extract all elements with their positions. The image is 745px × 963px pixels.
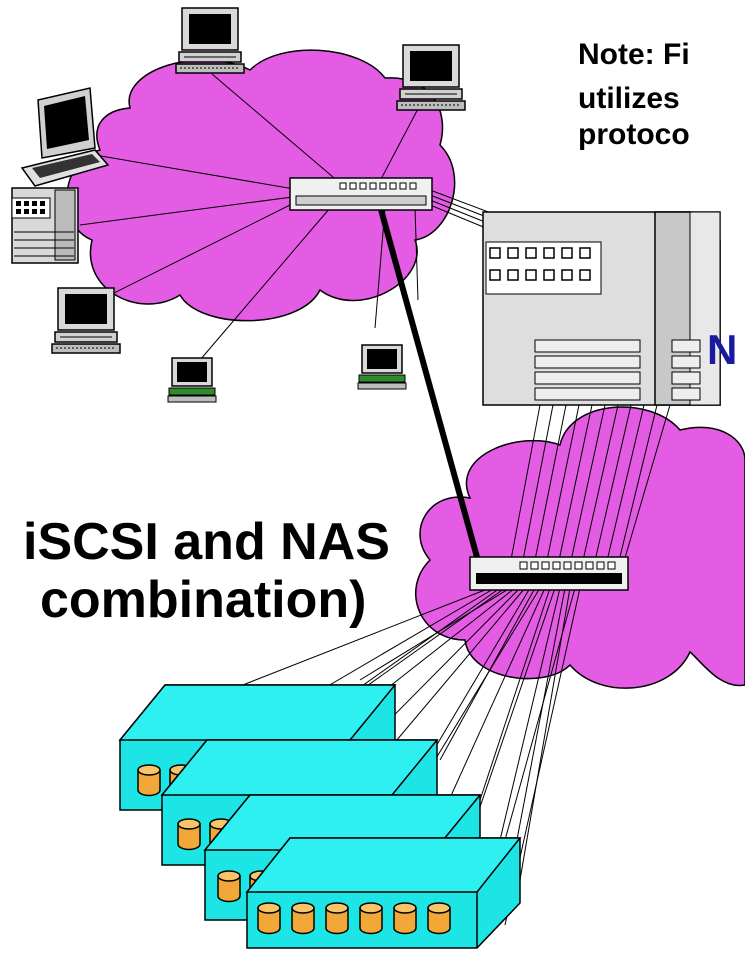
note-line-2: utilizes (578, 82, 680, 115)
note-line-1: Note: Fi (578, 38, 690, 71)
caption-line-1: iSCSI and NAS (23, 513, 390, 571)
storage-array-icon (245, 837, 522, 949)
note-line-3: protoco (578, 118, 690, 151)
desktop-computer-icon (167, 357, 217, 403)
laptop-icon (20, 87, 110, 187)
desktop-computer-icon (357, 344, 407, 390)
lan-switch-icon (289, 177, 433, 211)
san-cloud (414, 406, 745, 689)
printer-icon (11, 187, 79, 264)
trunk-link (377, 205, 483, 569)
nas-label: N (707, 326, 738, 373)
desktop-computer-icon (396, 44, 466, 111)
lan-links (79, 73, 516, 361)
caption-line-2: combination) (40, 571, 367, 629)
desktop-computer-icon (51, 287, 121, 354)
server-san-links (509, 404, 671, 569)
desktop-computer-icon (175, 7, 245, 74)
san-switch-icon (469, 556, 629, 591)
server-icon (482, 211, 721, 406)
